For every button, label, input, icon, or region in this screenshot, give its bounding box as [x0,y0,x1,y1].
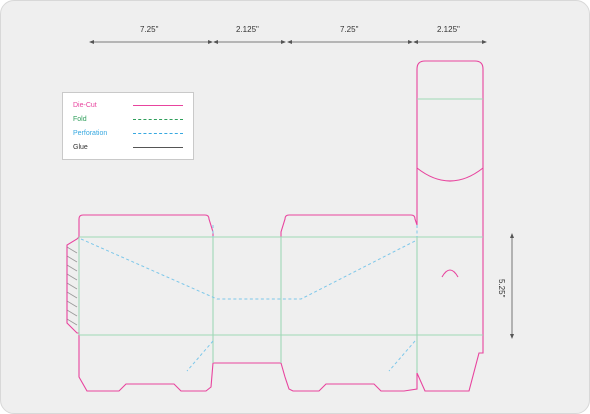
die-cut-outline [66,60,484,392]
dim-label-side-width: 2.125" [236,25,259,34]
legend-label: Perforation [73,130,108,137]
thumb-notch [416,167,484,182]
legend-swatch [133,133,183,134]
fold-lines [78,98,483,373]
dim-label-front-width: 7.25" [140,25,159,34]
legend-label: Fold [73,116,87,123]
legend-item-glue: Glue [73,142,183,154]
die-cut-lines [66,60,484,392]
dimension-arrowheads [89,40,514,339]
hang-tab-cut [441,269,459,278]
legend-item-fold: Fold [73,114,183,126]
glue-area [66,246,78,326]
legend-swatch [133,119,183,120]
perforation-lines [80,225,418,372]
dim-label-side2-width: 2.125" [437,25,460,34]
legend-label: Glue [73,144,88,151]
legend-item-perforation: Perforation [73,128,183,140]
legend-swatch [133,147,183,148]
legend-swatch [133,105,183,106]
dim-label-back-width: 7.25" [340,25,359,34]
legend-label: Die-Cut [73,102,97,109]
legend-item-die-cut: Die-Cut [73,100,183,112]
dim-label-height: 5.25" [497,279,506,298]
dimension-lines [91,41,513,337]
legend: Die-Cut Fold Perforation Glue [62,92,194,160]
